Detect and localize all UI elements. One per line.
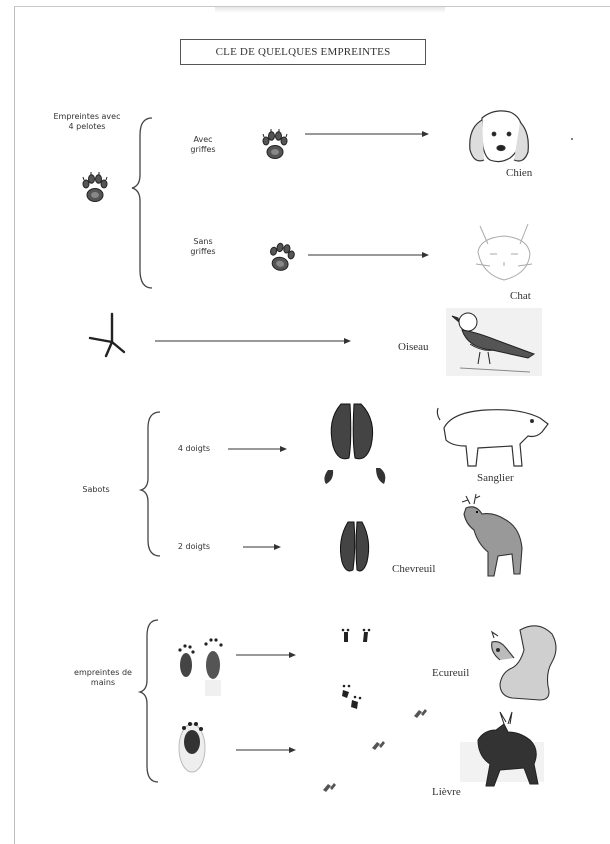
hare-trail-icon xyxy=(323,709,427,792)
label-four-toes: 4 doigts xyxy=(168,444,220,454)
label-hooves: Sabots xyxy=(76,485,116,495)
label-bird: Oiseau xyxy=(398,341,429,353)
bird-drawing-icon xyxy=(446,308,542,376)
cat-drawing-icon xyxy=(476,224,532,280)
label-dog: Chien xyxy=(506,167,532,179)
brace-four-pads xyxy=(132,118,152,288)
boar-drawing-icon xyxy=(437,408,548,466)
label-squirrel: Ecureuil xyxy=(432,667,469,679)
paw-without-claws-icon xyxy=(267,242,296,273)
dog-drawing-icon xyxy=(470,111,529,162)
label-four-pads: Empreintes avec 4 pelotes xyxy=(52,112,122,132)
label-two-toes: 2 doigts xyxy=(168,542,220,552)
label-without-claws: Sans griffes xyxy=(180,237,226,257)
label-roe-deer: Chevreuil xyxy=(392,563,435,575)
squirrel-trail-icon xyxy=(342,629,371,709)
roe-deer-drawing-icon xyxy=(462,494,522,576)
label-hare: Lièvre xyxy=(432,786,461,798)
label-with-claws: Avec griffes xyxy=(180,135,226,155)
brace-hand-prints xyxy=(140,620,158,782)
paw-with-claws-icon xyxy=(263,129,287,159)
label-hand-prints: empreintes de mains xyxy=(72,668,134,688)
label-boar: Sanglier xyxy=(477,472,514,484)
diagram-title: CLE DE QUELQUES EMPREINTES xyxy=(180,39,426,65)
hoof-two-toes-icon xyxy=(340,522,368,571)
paw-four-pads-icon xyxy=(83,172,107,202)
bird-track-icon xyxy=(90,314,124,356)
hare-drawing-icon xyxy=(460,712,544,786)
scan-speck xyxy=(571,138,573,140)
label-cat: Chat xyxy=(510,290,531,302)
squirrel-drawing-icon xyxy=(492,626,556,700)
hoof-four-toes-icon xyxy=(324,404,385,484)
brace-hooves xyxy=(141,412,160,556)
squirrel-prints-icon xyxy=(178,638,222,696)
hare-print-icon xyxy=(179,722,205,772)
